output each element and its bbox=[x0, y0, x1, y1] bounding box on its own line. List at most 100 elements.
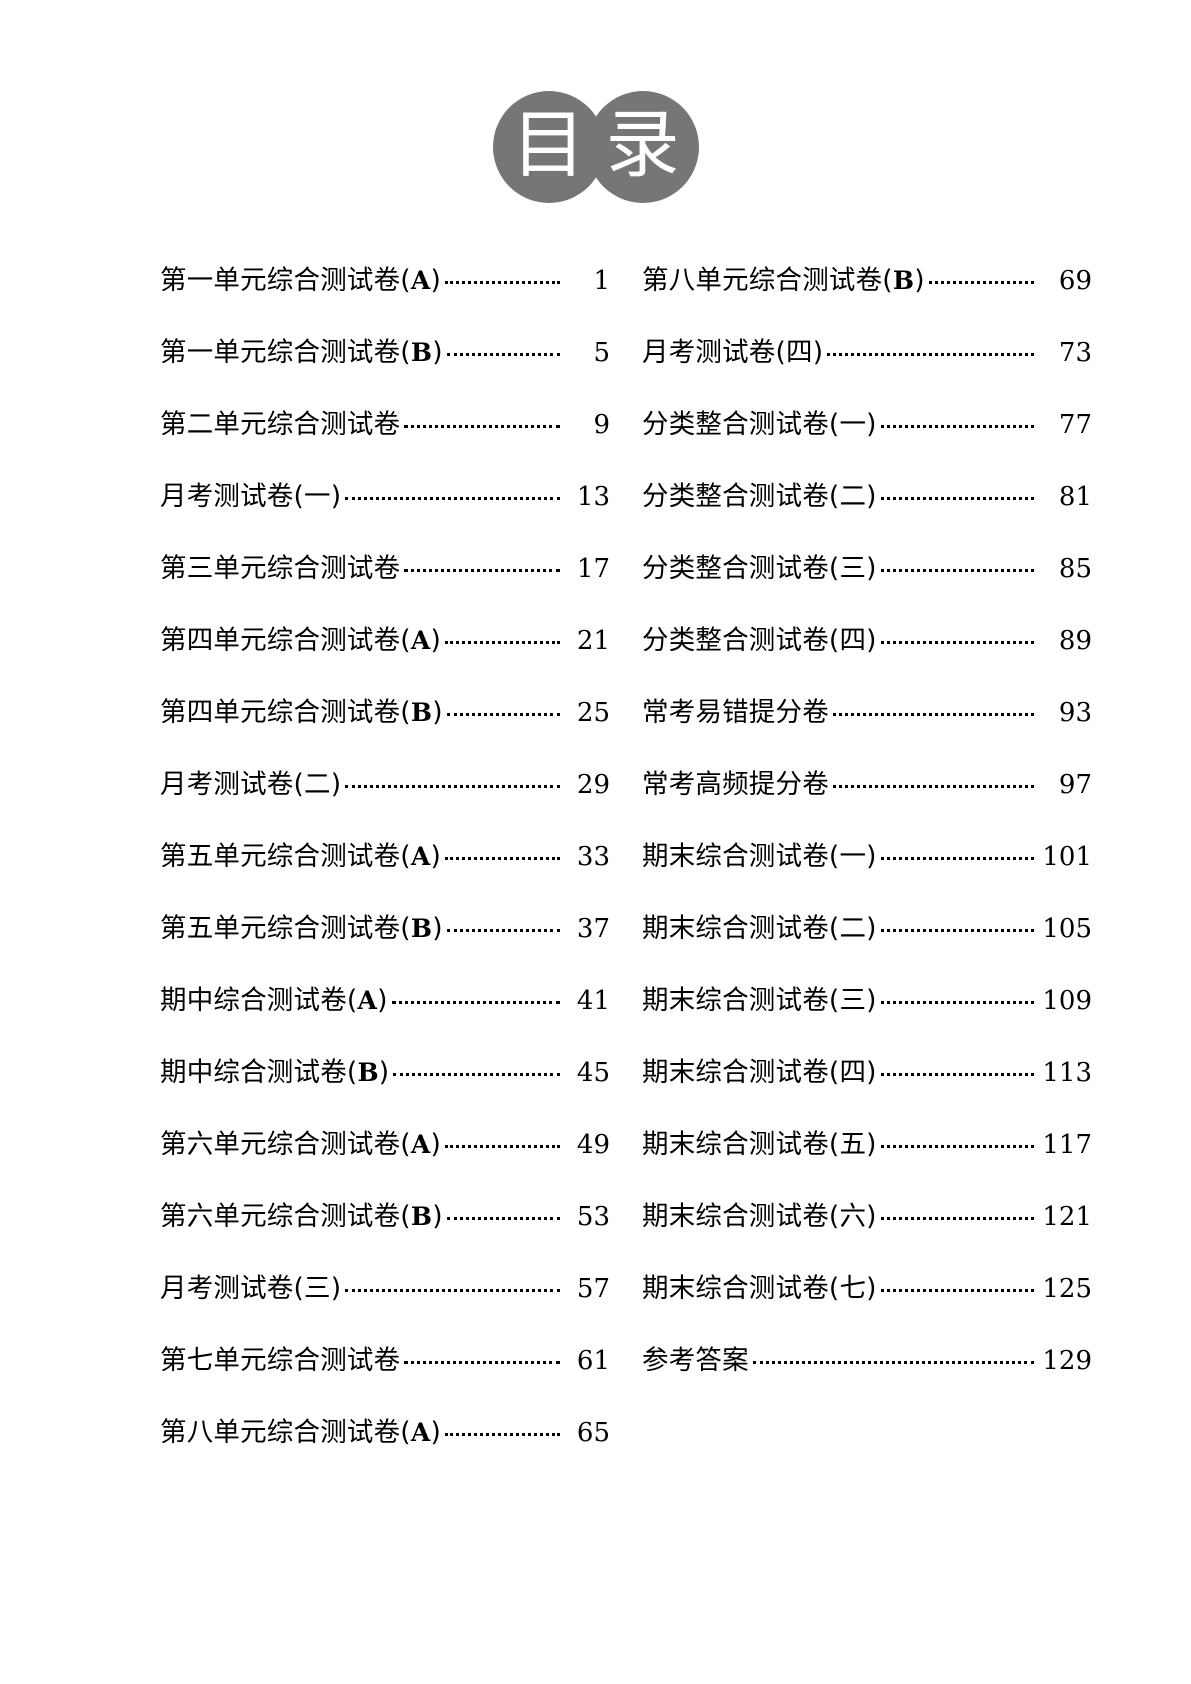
toc-dot-leader bbox=[880, 1209, 1034, 1225]
toc-entry[interactable]: 月考测试卷(三)57 bbox=[160, 1266, 610, 1338]
toc-entry-title: 第一单元综合测试卷(B) bbox=[160, 330, 443, 369]
toc-entry[interactable]: 分类整合测试卷(四) 89 bbox=[642, 618, 1092, 690]
toc-entry-title-text: 第五单元综合测试卷( bbox=[160, 841, 411, 872]
toc-entry[interactable]: 期末综合测试卷(三)109 bbox=[642, 978, 1092, 1050]
toc-entry-title: 第六单元综合测试卷(B) bbox=[160, 1194, 443, 1233]
toc-dot-leader bbox=[446, 1209, 560, 1225]
toc-page-number: 117 bbox=[1042, 1130, 1092, 1160]
toc-entry[interactable]: 第一单元综合测试卷(B)5 bbox=[160, 330, 610, 402]
toc-entry-variant-label: A bbox=[410, 1130, 431, 1159]
toc-dot-leader bbox=[880, 1065, 1034, 1081]
toc-page-number: 65 bbox=[576, 1418, 610, 1448]
toc-entry[interactable]: 期末综合测试卷(二) 105 bbox=[642, 906, 1092, 978]
toc-entry[interactable]: 期中综合测试卷(A)41 bbox=[160, 978, 610, 1050]
toc-entry-title: 分类整合测试卷(四) bbox=[642, 625, 877, 656]
toc-entry[interactable]: 期末综合测试卷(四)113 bbox=[642, 1050, 1092, 1122]
toc-entry-title-text: 期中综合测试卷( bbox=[160, 1057, 358, 1088]
toc-page-number: 77 bbox=[1058, 410, 1092, 440]
toc-entry-variant-label: B bbox=[357, 1058, 379, 1087]
toc-entry[interactable]: 第六单元综合测试卷(A)49 bbox=[160, 1122, 610, 1194]
toc-entry[interactable]: 月考测试卷(一)13 bbox=[160, 474, 610, 546]
toc-entry-title: 期末综合测试卷(三) bbox=[642, 985, 877, 1016]
toc-header: 目 录 bbox=[0, 88, 1191, 206]
toc-entry-variant-close: ) bbox=[432, 697, 443, 728]
toc-entry-variant-close: ) bbox=[377, 985, 388, 1016]
toc-entry-variant-close: ) bbox=[914, 265, 925, 296]
toc-dot-leader bbox=[345, 777, 560, 793]
toc-entry[interactable]: 第四单元综合测试卷(A)21 bbox=[160, 618, 610, 690]
toc-entry-title-text: 第五单元综合测试卷( bbox=[160, 913, 411, 944]
toc-entry[interactable]: 期末综合测试卷(五) 117 bbox=[642, 1122, 1092, 1194]
toc-entry[interactable]: 期中综合测试卷(B)45 bbox=[160, 1050, 610, 1122]
toc-entry-variant-close: ) bbox=[432, 1201, 443, 1232]
toc-entry[interactable]: 第五单元综合测试卷(B) 37 bbox=[160, 906, 610, 978]
toc-entry[interactable]: 期末综合测试卷(七)125 bbox=[642, 1266, 1092, 1338]
toc-entry-title-text: 第六单元综合测试卷( bbox=[160, 1129, 411, 1160]
toc-entry-title: 第三单元综合测试卷 bbox=[160, 553, 401, 584]
toc-page-number: 105 bbox=[1042, 914, 1092, 944]
toc-entry[interactable]: 分类整合测试卷(三)85 bbox=[642, 546, 1092, 618]
toc-entry-variant-close: ) bbox=[432, 337, 443, 368]
toc-dot-leader bbox=[880, 849, 1034, 865]
toc-page-number: 89 bbox=[1058, 626, 1092, 656]
toc-entry-title: 分类整合测试卷(三) bbox=[642, 553, 877, 584]
toc-entry-title-text: 第六单元综合测试卷( bbox=[160, 1201, 411, 1232]
toc-entry-title: 期中综合测试卷(B) bbox=[160, 1050, 389, 1089]
toc-entry[interactable]: 第四单元综合测试卷(B)25 bbox=[160, 690, 610, 762]
toc-page-number: 121 bbox=[1042, 1202, 1092, 1232]
toc-entry-variant-label: B bbox=[410, 914, 433, 943]
toc-dot-leader bbox=[393, 1065, 560, 1081]
toc-badge-lu-label: 录 bbox=[605, 102, 680, 188]
toc-dot-leader bbox=[445, 1137, 560, 1153]
toc-dot-leader bbox=[446, 921, 560, 937]
toc-entry[interactable]: 第八单元综合测试卷(B) 69 bbox=[642, 258, 1092, 330]
toc-entry-title: 期末综合测试卷(六) bbox=[642, 1201, 877, 1232]
toc-page-number: 81 bbox=[1058, 482, 1092, 512]
toc-entry-title: 第五单元综合测试卷(B) bbox=[160, 906, 443, 945]
toc-page-number: 101 bbox=[1042, 842, 1092, 872]
toc-dot-leader bbox=[345, 1281, 560, 1297]
toc-entry-variant-label: B bbox=[410, 1202, 433, 1231]
toc-badge-lu: 录 bbox=[586, 91, 699, 203]
toc-entry-variant-close: ) bbox=[378, 1057, 390, 1088]
toc-entry[interactable]: 月考测试卷(四)73 bbox=[642, 330, 1092, 402]
toc-entry-title: 参考答案 bbox=[642, 1345, 749, 1376]
toc-entry-title: 第八单元综合测试卷(B) bbox=[642, 258, 925, 297]
toc-entry[interactable]: 分类整合测试卷(二)81 bbox=[642, 474, 1092, 546]
toc-entry-title: 期末综合测试卷(二) bbox=[642, 913, 877, 944]
toc-entry-variant-close: ) bbox=[430, 1417, 441, 1448]
toc-page-number: 37 bbox=[576, 914, 610, 944]
toc-entry[interactable]: 第五单元综合测试卷(A)33 bbox=[160, 834, 610, 906]
toc-page-number: 13 bbox=[576, 482, 610, 512]
toc-dot-leader bbox=[446, 705, 560, 721]
toc-entry-title: 月考测试卷(二) bbox=[160, 769, 342, 800]
toc-entry-title-text: 第四单元综合测试卷( bbox=[160, 625, 411, 656]
toc-page-number: 113 bbox=[1042, 1058, 1092, 1088]
toc-dot-leader bbox=[827, 345, 1034, 361]
toc-page-number: 69 bbox=[1058, 266, 1092, 296]
toc-entry-title: 第五单元综合测试卷(A) bbox=[160, 834, 441, 873]
toc-entry-title-text: 第八单元综合测试卷( bbox=[642, 265, 893, 296]
toc-entry-variant-close: ) bbox=[430, 1129, 441, 1160]
toc-entry[interactable]: 月考测试卷(二)29 bbox=[160, 762, 610, 834]
toc-dot-leader bbox=[445, 1425, 560, 1441]
toc-entry[interactable]: 第八单元综合测试卷(A)65 bbox=[160, 1410, 610, 1482]
toc-entry-title: 第二单元综合测试卷 bbox=[160, 409, 401, 440]
toc-entry[interactable]: 期末综合测试卷(一)101 bbox=[642, 834, 1092, 906]
toc-entry[interactable]: 期末综合测试卷(六) 121 bbox=[642, 1194, 1092, 1266]
toc-entry[interactable]: 第一单元综合测试卷(A)1 bbox=[160, 258, 610, 330]
toc-entry-title: 期中综合测试卷(A) bbox=[160, 978, 388, 1017]
toc-entry[interactable]: 第六单元综合测试卷(B)53 bbox=[160, 1194, 610, 1266]
toc-entry-variant-label: A bbox=[410, 842, 431, 871]
toc-entry-variant-close: ) bbox=[430, 841, 441, 872]
toc-entry-title: 分类整合测试卷(一) bbox=[642, 409, 877, 440]
toc-entry[interactable]: 分类整合测试卷(一) 77 bbox=[642, 402, 1092, 474]
toc-entry-title: 期末综合测试卷(五) bbox=[642, 1129, 877, 1160]
